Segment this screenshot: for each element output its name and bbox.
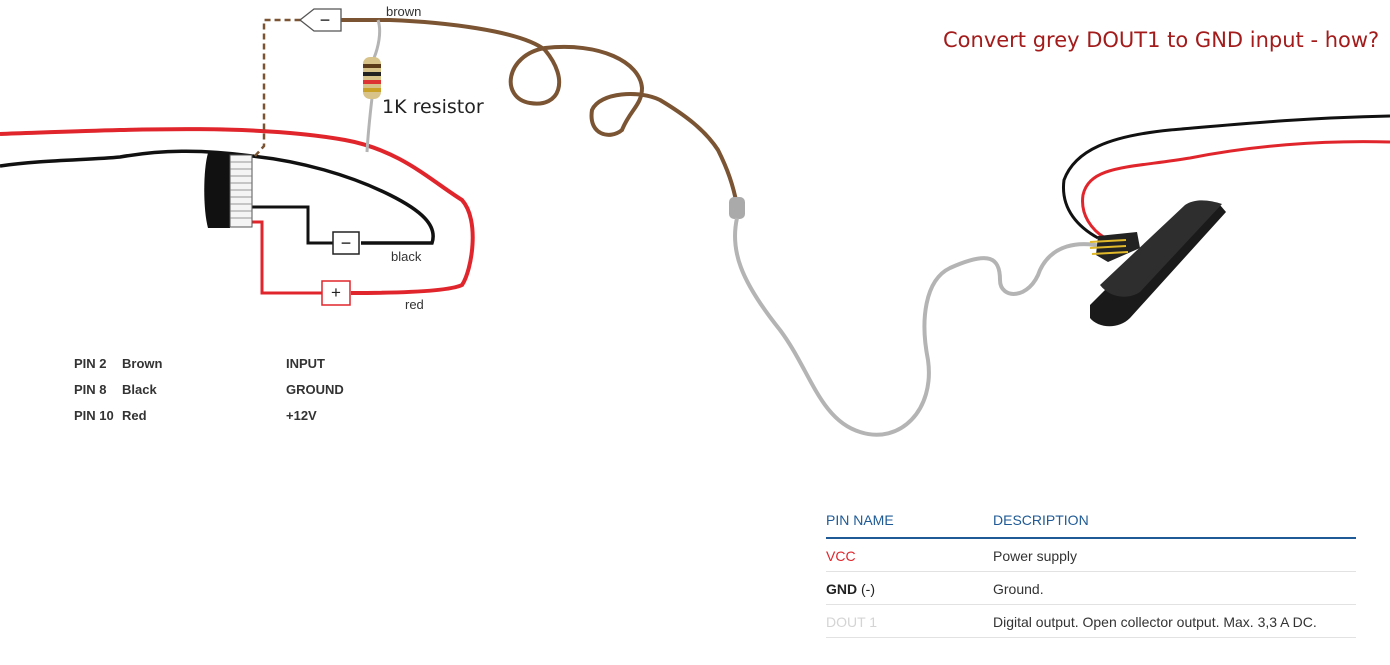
minus-terminal-black (332, 231, 360, 255)
table-header: PIN NAME DESCRIPTION (826, 505, 1356, 539)
grey-wire (732, 217, 1106, 437)
wire-splice (729, 197, 745, 219)
pin-row: PIN 2 Brown INPUT (74, 356, 374, 382)
red-wire-label: red (405, 297, 424, 312)
table-row: DOUT 1 Digital output. Open collector ou… (826, 605, 1356, 638)
pin-name-gnd: GND (-) (826, 581, 875, 597)
pin-row: PIN 10 Red +12V (74, 408, 374, 434)
pin-number: PIN 10 (74, 408, 114, 423)
left-connector-pin-lines (230, 161, 252, 219)
table-row: GND (-) Ground. (826, 572, 1356, 605)
brown-dashed-wire (254, 18, 304, 157)
pin-color: Brown (122, 356, 163, 371)
table-row: VCC Power supply (826, 539, 1356, 572)
pin-row: PIN 8 Black GROUND (74, 382, 374, 408)
pin-description: Ground. (993, 581, 1044, 597)
resistor-band (363, 80, 381, 84)
resistor-band (363, 72, 381, 76)
pin-description-table: PIN NAME DESCRIPTION VCC Power supply GN… (826, 505, 1356, 638)
pin-description: Digital output. Open collector output. M… (993, 614, 1317, 630)
pin-function: INPUT (286, 356, 325, 371)
gnd-label: GND (826, 581, 858, 597)
pin-number: PIN 8 (74, 382, 107, 397)
pin-color: Red (122, 408, 147, 423)
resistor-label: 1K resistor (382, 96, 484, 118)
red-wire (0, 127, 475, 295)
pin-color: Black (122, 382, 157, 397)
resistor-lead (365, 19, 382, 153)
black-wire-label: black (391, 249, 422, 264)
red-wire-connector (249, 220, 322, 295)
resistor-band (363, 88, 381, 92)
pin-number: PIN 2 (74, 356, 107, 371)
header-pin-name: PIN NAME (826, 512, 894, 528)
right-device-housing-top (1100, 200, 1222, 297)
brown-wire-label: brown (386, 4, 422, 19)
gnd-suffix: (-) (857, 581, 876, 597)
black-wire-connector (248, 205, 333, 245)
plus-symbol-red: + (331, 283, 341, 302)
pin-name-vcc: VCC (826, 548, 856, 564)
pin-mapping-table: PIN 2 Brown INPUT PIN 8 Black GROUND PIN… (74, 356, 374, 434)
question-annotation: Convert grey DOUT1 to GND input - how? (943, 28, 1380, 52)
black-wire-right (1062, 114, 1390, 240)
minus-symbol-brown: − (320, 10, 331, 30)
left-connector (204, 153, 230, 228)
header-description: DESCRIPTION (993, 512, 1089, 528)
pin-description: Power supply (993, 548, 1078, 564)
resistor-body (363, 57, 381, 99)
left-connector-pins (229, 154, 253, 228)
pin-name-dout1: DOUT 1 (826, 614, 878, 630)
pin-function: +12V (286, 408, 317, 423)
brown-wire (341, 18, 739, 206)
red-wire-right (1081, 140, 1390, 240)
plus-terminal-red (321, 280, 351, 306)
resistor-band (363, 64, 381, 68)
right-connector-wires (1089, 239, 1129, 255)
minus-symbol-black: − (341, 233, 352, 253)
pin-function: GROUND (286, 382, 344, 397)
